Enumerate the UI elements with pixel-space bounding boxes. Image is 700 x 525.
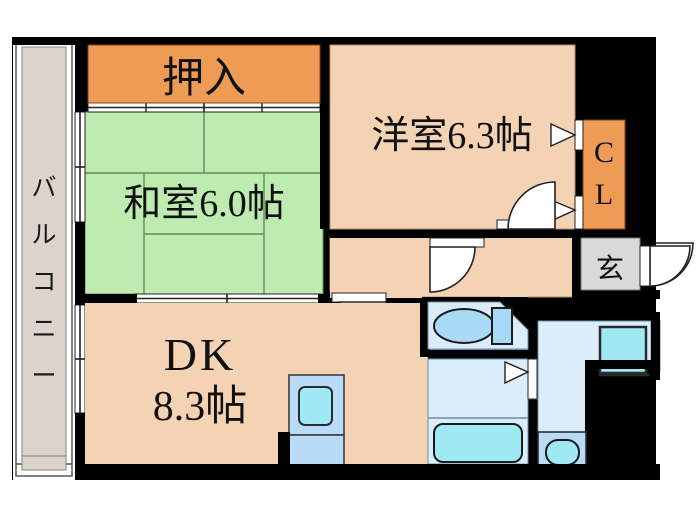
closet-label-l-top: L (595, 178, 613, 211)
room-washitsu[interactable]: 和室6.0帖 (84, 111, 324, 295)
closet-label-c-top: C (594, 136, 614, 169)
washitsu-label: 和室6.0帖 (123, 183, 285, 225)
balcony-label-char-3: ニ (31, 316, 56, 343)
touchup-layer: 押入 洋室6.3帖 C L 玄 DK 8.3帖 (12, 44, 691, 480)
balcony-label-char-1: ル (31, 222, 56, 249)
balcony-sliding-door-dk[interactable] (74, 304, 86, 414)
dk-label-top: DK (164, 329, 236, 380)
wash-basin-icon-top (545, 439, 580, 466)
sink-basin-icon-top (298, 386, 333, 426)
washitsu-dk-fusuma[interactable] (134, 293, 321, 304)
balcony: バ ル コ ニ ー (13, 38, 75, 479)
toilet-tank-icon-top (491, 307, 513, 345)
oshiire-label-top: 押入 (162, 56, 246, 102)
yoshitsu-label-top: 洋室6.3帖 (371, 115, 533, 157)
oshiire-fusuma[interactable] (87, 102, 321, 113)
balcony-label-char-4: ー (31, 363, 56, 390)
balcony-label-char-2: コ (31, 269, 56, 296)
toilet-bowl-icon-top (433, 308, 495, 344)
tatami-joints (85, 112, 323, 294)
balcony-label-char-0: バ (31, 175, 56, 202)
genkan-label-top: 玄 (596, 253, 624, 285)
bathtub-icon-top (433, 423, 523, 463)
dk-size-label-top: 8.3帖 (153, 384, 248, 430)
balcony-sliding-door-washitsu[interactable] (74, 111, 86, 223)
